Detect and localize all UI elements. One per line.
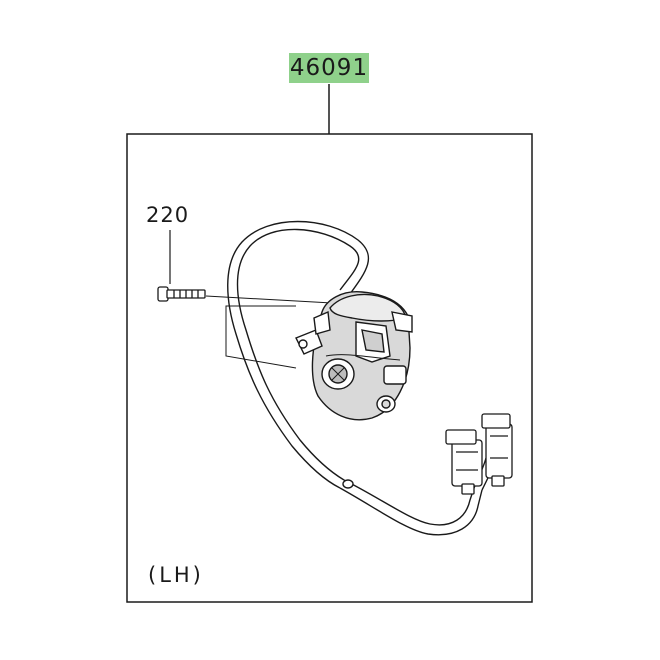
wire-harness-upper xyxy=(227,220,370,489)
wire-connector-icon xyxy=(445,413,513,495)
part-number-bolt-label[interactable]: 220 xyxy=(146,203,190,227)
part-number-main-label[interactable]: 46091 xyxy=(289,53,369,83)
part-group-frame xyxy=(126,133,533,603)
side-designation-label: (LH) xyxy=(148,563,204,587)
bolt-icon xyxy=(157,286,206,302)
bolt-axis-line xyxy=(205,295,333,304)
reference-bracket xyxy=(225,305,297,369)
handlebar-switch-assembly-icon xyxy=(295,291,413,421)
